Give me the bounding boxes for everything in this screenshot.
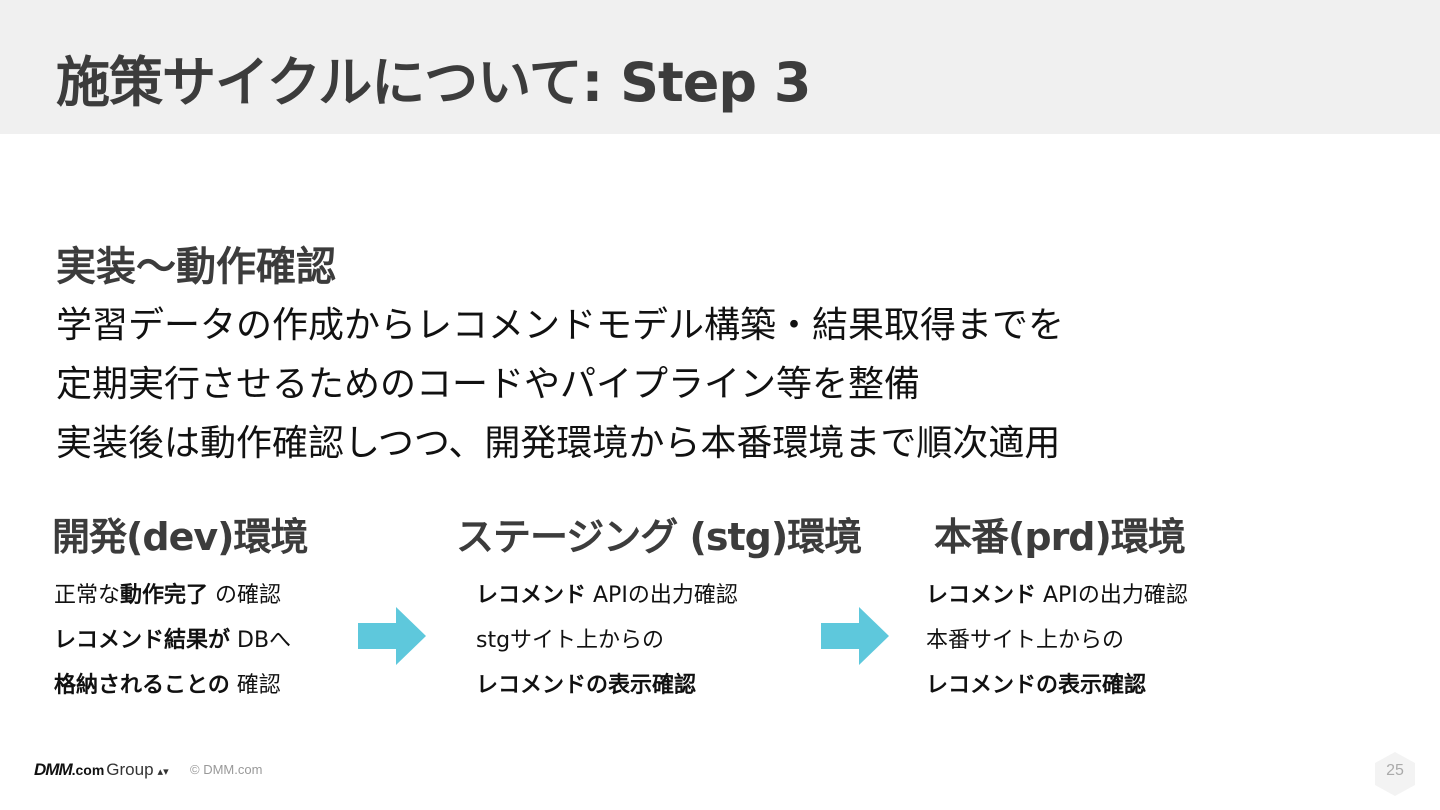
- slide-title: 施策サイクルについて: Step 3: [56, 51, 811, 114]
- env-line-segment: 正常な: [54, 583, 121, 608]
- logo-mark-icon: ▴▾: [157, 766, 169, 778]
- arrow-right-icon: [358, 607, 426, 665]
- env-stg-line-2: stgサイト上からの: [476, 622, 664, 654]
- env-line-segment: 動作完了: [120, 583, 209, 608]
- description-line-2: 定期実行させるためのコードやパイプライン等を整備: [56, 364, 921, 405]
- env-line-segment: 確認: [229, 673, 281, 698]
- logo-dmm-text: DMM: [34, 760, 73, 779]
- page-number: 25: [1386, 762, 1404, 779]
- env-line-segment: 本番サイト上からの: [926, 628, 1125, 653]
- env-dev-line-1: 正常な動作完了 の確認: [54, 577, 281, 609]
- env-line-segment: レコメンド: [926, 583, 1037, 608]
- env-stg-line-3: レコメンドの表示確認: [476, 667, 696, 699]
- env-line-segment: APIの出力確認: [1036, 583, 1188, 608]
- copyright: © DMM.com: [190, 762, 263, 777]
- env-line-segment: APIの出力確認: [586, 583, 738, 608]
- description-line-3: 実装後は動作確認しつつ、開発環境から本番環境まで順次適用: [56, 423, 1061, 464]
- env-line-segment: の確認: [208, 583, 282, 608]
- section-heading: 実装〜動作確認: [56, 244, 336, 290]
- env-title-stg: ステージング (stg)環境: [456, 515, 862, 559]
- env-line-segment: stgサイト上からの: [476, 628, 665, 653]
- env-line-segment: DBへ: [230, 628, 292, 653]
- logo-group-text: Group: [106, 760, 154, 779]
- env-prd-line-3: レコメンドの表示確認: [926, 667, 1146, 699]
- env-line-segment: 格納されることの: [54, 673, 230, 698]
- env-dev-line-3: 格納されることの 確認: [54, 667, 281, 699]
- description-line-1: 学習データの作成からレコメンドモデル構築・結果取得までを: [56, 305, 1065, 346]
- logo-com-text: .com: [71, 762, 105, 778]
- arrow-right-icon: [821, 607, 889, 665]
- dmm-group-logo: DMM .com Group ▴▾: [34, 760, 169, 782]
- env-prd-line-1: レコメンド APIの出力確認: [926, 577, 1188, 609]
- env-stg-line-1: レコメンド APIの出力確認: [476, 577, 738, 609]
- env-line-segment: レコメンドの表示確認: [476, 673, 697, 698]
- env-line-segment: レコメンドの表示確認: [926, 673, 1147, 698]
- title-bar: 施策サイクルについて: Step 3: [0, 0, 1440, 134]
- page-number-hexagon-icon: [1375, 752, 1415, 796]
- env-line-segment: レコメンド: [476, 583, 587, 608]
- env-title-prd: 本番(prd)環境: [934, 515, 1186, 559]
- env-line-segment: レコメンド結果が: [54, 628, 231, 653]
- env-prd-line-2: 本番サイト上からの: [926, 622, 1124, 654]
- env-dev-line-2: レコメンド結果が DBへ: [54, 622, 291, 654]
- env-title-dev: 開発(dev)環境: [52, 515, 308, 559]
